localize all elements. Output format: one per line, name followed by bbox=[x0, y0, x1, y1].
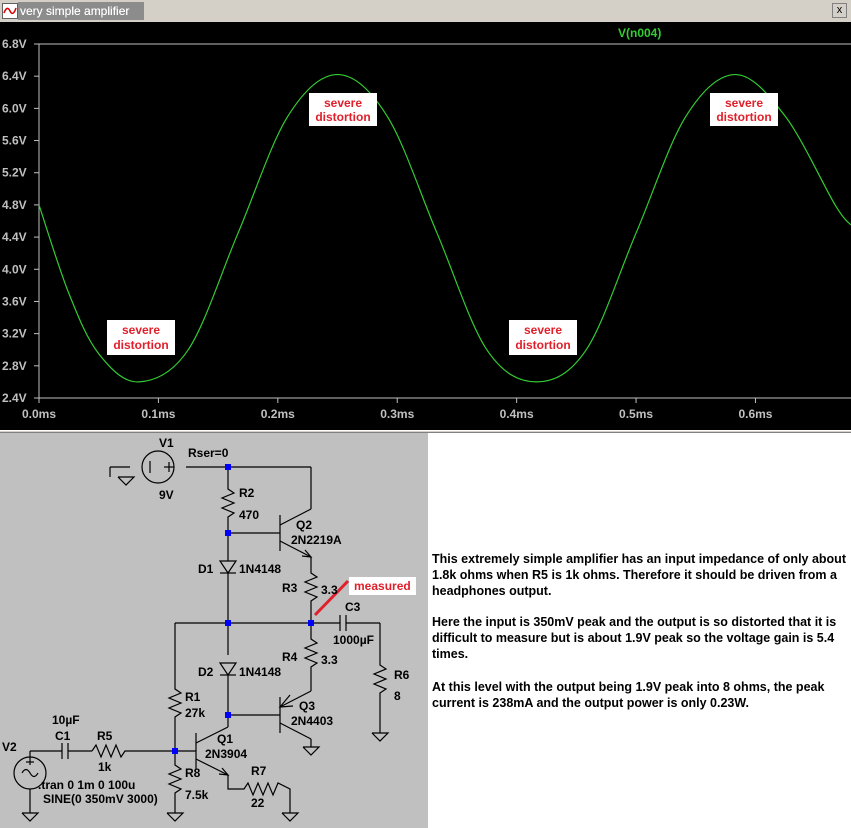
d2-name: D2 bbox=[198, 665, 214, 679]
tran-directive[interactable]: .tran 0 1m 0 100u bbox=[38, 778, 135, 792]
y-tick-label: 5.2V bbox=[2, 166, 27, 180]
x-axis: 0.0ms 0.1ms 0.2ms 0.3ms 0.4ms 0.5ms 0.6ms bbox=[22, 398, 773, 421]
window-title: very simple amplifier bbox=[20, 4, 130, 18]
measured-label-box bbox=[349, 577, 416, 595]
r7-name: R7 bbox=[251, 764, 267, 778]
v2-symbol[interactable] bbox=[13, 756, 47, 790]
y-tick-label: 4.0V bbox=[2, 262, 27, 276]
annotation-line1: severe bbox=[725, 96, 763, 110]
trace-label[interactable]: V(n004) bbox=[618, 26, 661, 40]
y-tick-label: 3.6V bbox=[2, 294, 27, 308]
y-tick-label: 4.8V bbox=[2, 198, 27, 212]
y-tick-label: 2.8V bbox=[2, 359, 27, 373]
d1-name: D1 bbox=[198, 562, 214, 576]
v2-source: SINE(0 350mV 3000) bbox=[43, 792, 158, 806]
close-icon[interactable]: x bbox=[832, 3, 847, 18]
y-tick-label: 6.4V bbox=[2, 69, 27, 83]
note-paragraph-3: At this level with the output being 1.9V… bbox=[432, 680, 825, 710]
annotation-box: severe distortion bbox=[107, 320, 175, 355]
y-tick-label: 3.2V bbox=[2, 327, 27, 341]
c1-value: 10µF bbox=[52, 713, 80, 727]
v1-rser: Rser=0 bbox=[188, 446, 229, 460]
q3-model: 2N4403 bbox=[291, 714, 333, 728]
r3-name: R3 bbox=[282, 581, 298, 595]
q2-name: Q2 bbox=[296, 518, 312, 532]
d2-model: 1N4148 bbox=[239, 665, 281, 679]
r1-value: 27k bbox=[185, 706, 205, 720]
annotation-line2: distortion bbox=[113, 338, 168, 352]
r1-name: R1 bbox=[185, 690, 201, 704]
note-paragraph-1: This extremely simple amplifier has an i… bbox=[432, 552, 846, 598]
x-tick-label: 0.2ms bbox=[261, 407, 295, 421]
waveform-app-icon bbox=[2, 3, 18, 19]
r4-value: 3.3 bbox=[321, 653, 338, 667]
pane-separator[interactable] bbox=[0, 430, 851, 433]
q3-name: Q3 bbox=[299, 699, 315, 713]
y-tick-label: 4.4V bbox=[2, 230, 27, 244]
q1-model: 2N3904 bbox=[205, 747, 247, 761]
annotation-line1: severe bbox=[122, 323, 160, 337]
annotation-box: severe distortion bbox=[710, 93, 778, 126]
note-paragraph-2: Here the input is 350mV peak and the out… bbox=[432, 615, 837, 661]
annotation-line2: distortion bbox=[315, 110, 370, 124]
r7-value: 22 bbox=[251, 796, 265, 810]
schematic-wires bbox=[21, 466, 390, 822]
x-tick-label: 0.0ms bbox=[22, 407, 56, 421]
y-axis: 6.8V 6.4V 6.0V 5.6V 5.2V 4.8V 4.4V 4.0V 3.6V 3.2V… bbox=[2, 37, 39, 405]
v1-symbol[interactable] bbox=[141, 450, 175, 484]
r6-name: R6 bbox=[394, 668, 410, 682]
window-titlebar[interactable]: very simple amplifier x bbox=[0, 0, 851, 23]
r5-name: R5 bbox=[97, 729, 113, 743]
series-line[interactable] bbox=[38, 73, 851, 383]
r6-value: 8 bbox=[394, 689, 401, 703]
y-tick-label: 2.4V bbox=[2, 391, 27, 405]
v2-name: V2 bbox=[2, 740, 17, 754]
schematic-pane[interactable]: measured V1 Rser=0 9V R2 470 Q2 2N2219A … bbox=[0, 433, 428, 828]
v1-value: 9V bbox=[159, 488, 174, 502]
annotation-line2: distortion bbox=[716, 110, 771, 124]
q2-model: 2N2219A bbox=[291, 533, 342, 547]
junction-dots bbox=[172, 464, 314, 754]
q1-name: Q1 bbox=[217, 732, 233, 746]
annotation-box: severe distortion bbox=[509, 320, 577, 355]
r8-name: R8 bbox=[185, 766, 201, 780]
annotation-line2: distortion bbox=[515, 338, 570, 352]
v1-name: V1 bbox=[159, 436, 174, 450]
c3-value: 1000µF bbox=[333, 633, 374, 647]
notes-pane: This extremely simple amplifier has an i… bbox=[428, 433, 851, 828]
y-tick-label: 5.6V bbox=[2, 134, 27, 148]
r2-name: R2 bbox=[239, 486, 255, 500]
annotation-line1: severe bbox=[324, 96, 362, 110]
r8-value: 7.5k bbox=[185, 788, 209, 802]
d1-model: 1N4148 bbox=[239, 562, 281, 576]
annotation-box: severe distortion bbox=[309, 93, 377, 126]
x-tick-label: 0.5ms bbox=[619, 407, 653, 421]
measured-marker bbox=[313, 579, 350, 617]
waveform-plot[interactable]: 6.8V 6.4V 6.0V 5.6V 5.2V 4.8V 4.4V 4.0V 3.6V 3.2V… bbox=[0, 22, 851, 430]
y-tick-label: 6.0V bbox=[2, 101, 27, 115]
r2-value: 470 bbox=[239, 508, 259, 522]
annotation-line1: severe bbox=[524, 323, 562, 337]
measured-label: measured bbox=[354, 579, 411, 593]
y-tick-label: 6.8V bbox=[2, 37, 27, 51]
x-tick-label: 0.6ms bbox=[738, 407, 772, 421]
r3-value: 3.3 bbox=[321, 583, 338, 597]
c3-name: C3 bbox=[345, 600, 361, 614]
r4-name: R4 bbox=[282, 650, 298, 664]
r5-value: 1k bbox=[98, 760, 112, 774]
x-tick-label: 0.1ms bbox=[141, 407, 175, 421]
x-tick-label: 0.3ms bbox=[380, 407, 414, 421]
trace-group bbox=[38, 73, 851, 383]
x-tick-label: 0.4ms bbox=[500, 407, 534, 421]
c1-name: C1 bbox=[55, 729, 71, 743]
